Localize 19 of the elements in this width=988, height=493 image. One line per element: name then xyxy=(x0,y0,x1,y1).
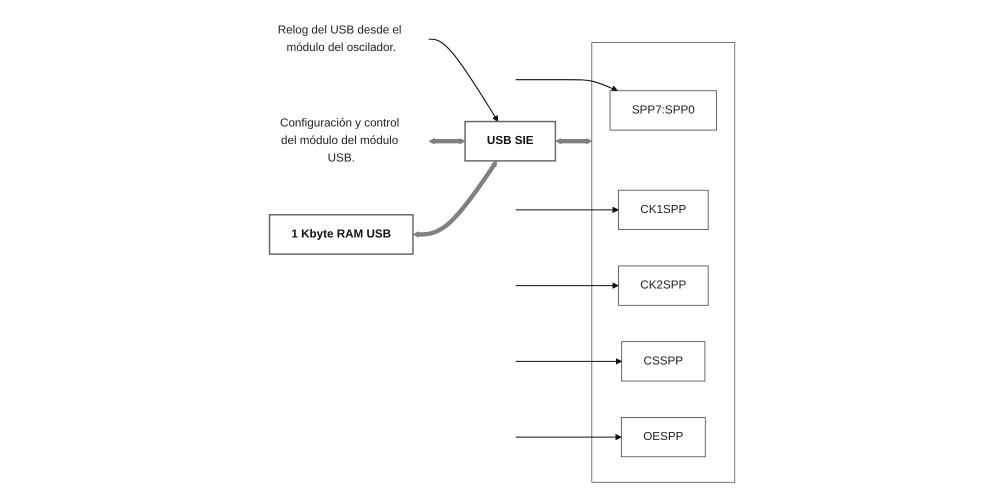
arrow xyxy=(412,160,497,238)
arrow xyxy=(515,358,622,364)
arrow xyxy=(515,206,618,213)
arrow xyxy=(515,79,618,92)
node-box: CK1SPP xyxy=(618,190,708,230)
cluster xyxy=(591,42,735,483)
arrow xyxy=(515,434,622,440)
node-box: 1 Kbyte RAM USB xyxy=(268,214,414,255)
arrow xyxy=(555,138,592,144)
node-box: USB SIE xyxy=(464,120,556,162)
arrow xyxy=(428,38,498,122)
arrow xyxy=(515,282,618,289)
node-text: Relog del USB desde el módulo del oscilador. xyxy=(277,24,402,54)
node-box: CK2SPP xyxy=(618,266,708,306)
node-box: SPP7:SPP0 xyxy=(609,90,717,130)
node-text: Configuración y control del módulo del módulo USB. xyxy=(280,117,399,164)
node-box: OESPP xyxy=(620,417,706,458)
arrow xyxy=(428,138,466,144)
node-box: CSSPP xyxy=(621,341,705,382)
